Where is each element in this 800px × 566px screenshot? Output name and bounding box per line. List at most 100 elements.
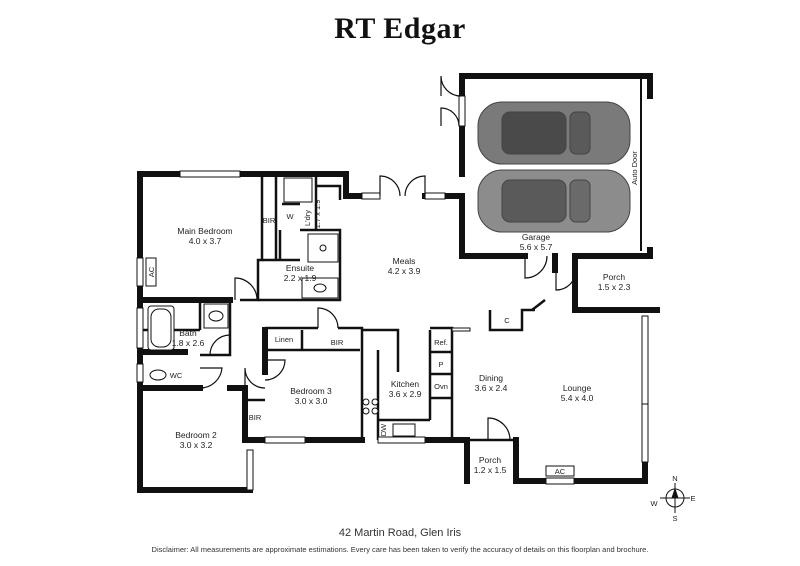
room-dining-dims: 3.6 x 2.4 — [475, 383, 508, 393]
window — [641, 315, 649, 405]
window — [136, 257, 144, 287]
room-lounge-dims: 5.4 x 4.0 — [561, 393, 594, 403]
labels: Main Bedroom 4.0 x 3.7 BIR W L'dry 1.7 x… — [147, 151, 696, 523]
trough — [283, 177, 313, 203]
window — [246, 449, 254, 491]
room-meals: Meals — [393, 256, 416, 266]
room-lounge: Lounge — [563, 383, 592, 393]
door-swing — [379, 175, 401, 197]
wall — [459, 73, 653, 99]
label-pantry: P — [438, 360, 443, 369]
interior-wall — [531, 299, 546, 311]
wall — [513, 437, 648, 484]
car-windscreen — [569, 179, 591, 223]
car — [477, 169, 631, 233]
room-bedroom-2-dims: 3.0 x 3.2 — [180, 440, 213, 450]
sink — [392, 423, 416, 437]
door-swing — [404, 175, 426, 197]
window — [377, 436, 426, 444]
interior-wall — [362, 328, 400, 372]
door-swing — [264, 359, 286, 381]
room-wc: WC — [170, 371, 183, 380]
window — [264, 436, 306, 444]
window — [136, 307, 144, 349]
ensuite-basin — [313, 283, 327, 293]
label-dishwasher: DW — [379, 423, 388, 436]
room-bedroom-3: Bedroom 3 — [290, 386, 332, 396]
compass-e: E — [690, 494, 695, 503]
door-swing — [440, 107, 460, 127]
windows — [136, 95, 649, 491]
room-bedroom-3-dims: 3.0 x 3.0 — [295, 396, 328, 406]
label-fridge: Ref. — [434, 338, 448, 347]
room-kitchen-dims: 3.6 x 2.9 — [389, 389, 422, 399]
room-meals-dims: 4.2 x 3.9 — [388, 266, 421, 276]
compass-s: S — [672, 514, 677, 523]
door-swing — [440, 75, 462, 97]
room-porch-front-dims: 1.2 x 1.5 — [474, 465, 507, 475]
label-bir: BIR — [249, 413, 262, 422]
label-oven: Ovn — [434, 382, 448, 391]
disclaimer: Disclaimer: All measurements are approxi… — [151, 545, 649, 554]
fixtures — [145, 177, 575, 477]
window — [179, 170, 241, 178]
label-bir: BIR — [263, 216, 276, 225]
label-bir: BIR — [331, 338, 344, 347]
doors — [199, 75, 577, 441]
cooktop-burner — [362, 407, 370, 415]
label-ac: AC — [147, 266, 156, 277]
window — [424, 192, 446, 200]
room-bedroom-2: Bedroom 2 — [175, 430, 217, 440]
room-ensuite: Ensuite — [286, 263, 315, 273]
door-swing — [234, 277, 258, 301]
room-kitchen: Kitchen — [391, 379, 420, 389]
car-roof — [501, 111, 567, 155]
door-swing — [524, 255, 548, 279]
label-auto-door: Auto Door — [630, 151, 639, 185]
interior-wall — [488, 308, 535, 332]
ac-unit — [545, 465, 575, 477]
interior-wall — [316, 184, 342, 200]
door-swing — [555, 269, 577, 291]
interior-wall — [240, 174, 264, 302]
door-swing — [487, 417, 511, 441]
cooktop-burner — [362, 398, 370, 406]
car-roof — [501, 179, 567, 223]
room-bath-dims: 1.8 x 2.6 — [172, 338, 205, 348]
window — [361, 192, 381, 200]
interior-lines — [140, 174, 546, 442]
brand-logo: RT Edgar — [334, 12, 466, 45]
cooktop-burner — [371, 398, 379, 406]
room-main-bedroom-dims: 4.0 x 3.7 — [189, 236, 222, 246]
label-ac: AC — [555, 467, 566, 476]
room-dining: Dining — [479, 373, 503, 383]
shower-drain — [319, 244, 327, 252]
car — [477, 101, 631, 165]
compass-needle — [671, 487, 679, 499]
door-swing — [244, 367, 266, 389]
door-swing — [317, 307, 339, 329]
label-w: W — [286, 212, 294, 221]
room-porch-side-dims: 1.5 x 2.3 — [598, 282, 631, 292]
toilet — [149, 369, 167, 381]
cooktop-burner — [371, 407, 379, 415]
ac-unit — [145, 257, 157, 287]
door-swing — [199, 367, 223, 389]
basin — [208, 310, 224, 322]
wall — [422, 437, 470, 484]
room-main-bedroom: Main Bedroom — [177, 226, 232, 236]
compass-w: W — [650, 499, 658, 508]
room-porch-side: Porch — [603, 272, 625, 282]
interior-wall — [258, 228, 342, 302]
room-garage-dims: 5.6 x 5.7 — [520, 242, 553, 252]
interior-wall — [338, 326, 364, 440]
room-ensuite-dims: 2.2 x 1.9 — [284, 273, 317, 283]
bathtub-inner — [150, 308, 172, 348]
compass-n: N — [672, 474, 677, 483]
room-bath: Bath — [179, 328, 197, 338]
window — [458, 95, 466, 127]
property-address: 42 Martin Road, Glen Iris — [338, 527, 462, 539]
compass — [660, 483, 690, 513]
room-garage: Garage — [522, 232, 551, 242]
